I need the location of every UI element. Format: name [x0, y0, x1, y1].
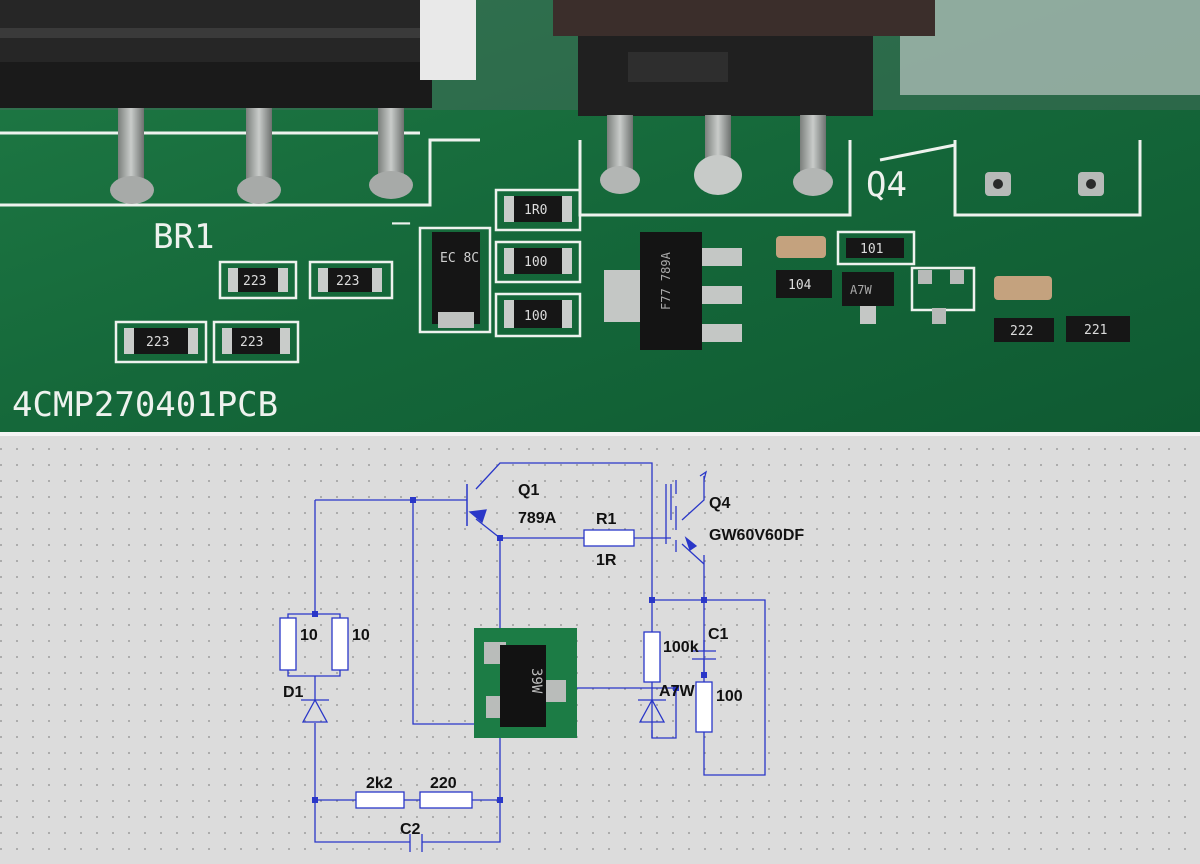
svg-text:223: 223 [336, 274, 359, 289]
a7w-name: A7W [659, 683, 695, 700]
svg-text:223: 223 [243, 274, 266, 289]
r-100-symbol [695, 681, 713, 733]
smd-a7w: A7W [842, 272, 894, 324]
svg-text:1R0: 1R0 [524, 203, 547, 218]
r1-name: R1 [596, 511, 617, 528]
smd-cap-b [994, 276, 1052, 300]
svg-text:EC 8C: EC 8C [440, 251, 479, 266]
bridge-label: BR1 [153, 217, 214, 257]
q4-leads [600, 115, 833, 196]
svg-text:221: 221 [1084, 323, 1107, 338]
smd-cap-a [776, 236, 826, 258]
bridge-leads [110, 108, 413, 204]
q1-name: Q1 [518, 482, 539, 499]
board-label: 4CMP270401PCB [12, 385, 278, 425]
d1-name: D1 [283, 684, 304, 701]
dash-silk-label: — [392, 205, 411, 240]
smd-223-a: 223 [218, 260, 298, 300]
c1-symbol [692, 640, 716, 672]
r-2k2-value: 2k2 [366, 775, 393, 792]
smd-101: 101 [836, 230, 916, 266]
smd-223-d: 223 [212, 320, 300, 364]
empty-sot-pads [910, 266, 976, 324]
svg-text:101: 101 [860, 242, 883, 257]
r-10a-value: 10 [300, 627, 318, 644]
r1-value: 1R [596, 552, 617, 569]
r-10a-symbol [279, 617, 297, 671]
smd-221: 221 [1066, 316, 1130, 342]
r-10b-symbol [331, 617, 349, 671]
smd-ic-789a: F77 789A [604, 232, 742, 350]
smd-diode: EC 8C [418, 226, 492, 334]
smd-223-c: 223 [114, 320, 208, 364]
q4-silk-label: Q4 [866, 165, 907, 205]
smd-222: 222 [994, 318, 1054, 342]
a7w-diode-symbol [638, 698, 666, 723]
smd-100-b: 100 [494, 292, 582, 338]
q4-name: Q4 [709, 495, 730, 512]
r-100-value: 100 [716, 688, 743, 705]
smd-100-a: 100 [494, 240, 582, 284]
svg-text:223: 223 [146, 335, 169, 350]
grid [0, 436, 1200, 864]
r-220-symbol [419, 791, 473, 809]
svg-text:100: 100 [524, 309, 547, 324]
d1-symbol [301, 698, 329, 723]
schematic: 39W Q1 789A R1 1R Q4 GW60V60DF 10 10 D1 … [0, 436, 1200, 864]
q4-value: GW60V60DF [709, 527, 804, 544]
q1-value: 789A [518, 510, 557, 527]
smd-223-b: 223 [308, 260, 394, 300]
junction-nodes [312, 497, 707, 803]
inset-photo: 39W [474, 628, 577, 738]
svg-text:222: 222 [1010, 324, 1033, 339]
smd-104: 104 [776, 270, 832, 298]
svg-text:A7W: A7W [850, 283, 872, 297]
svg-text:100: 100 [524, 255, 547, 270]
r-100k-value: 100k [663, 639, 699, 656]
bridge-rectifier [0, 0, 476, 108]
r-220-value: 220 [430, 775, 457, 792]
inset-marking: 39W [528, 668, 544, 694]
r-2k2-symbol [355, 791, 405, 809]
q1-symbol [466, 484, 487, 526]
c1-name: C1 [708, 626, 729, 643]
divider [0, 432, 1200, 436]
smd-1r0: 1R0 [494, 188, 582, 232]
q4-symbol [665, 470, 708, 552]
svg-text:223: 223 [240, 335, 263, 350]
svg-text:F77 789A: F77 789A [659, 251, 673, 310]
q4-package [553, 0, 935, 116]
c2-symbol [409, 834, 423, 852]
c2-name: C2 [400, 821, 421, 838]
r1-symbol [583, 529, 635, 547]
svg-text:104: 104 [788, 278, 812, 293]
r-100k-symbol [643, 631, 661, 683]
r-10b-value: 10 [352, 627, 370, 644]
pcb-photo: BR1 Q4 — 4CMP270401PCB 223 223 223 223 [0, 0, 1200, 432]
